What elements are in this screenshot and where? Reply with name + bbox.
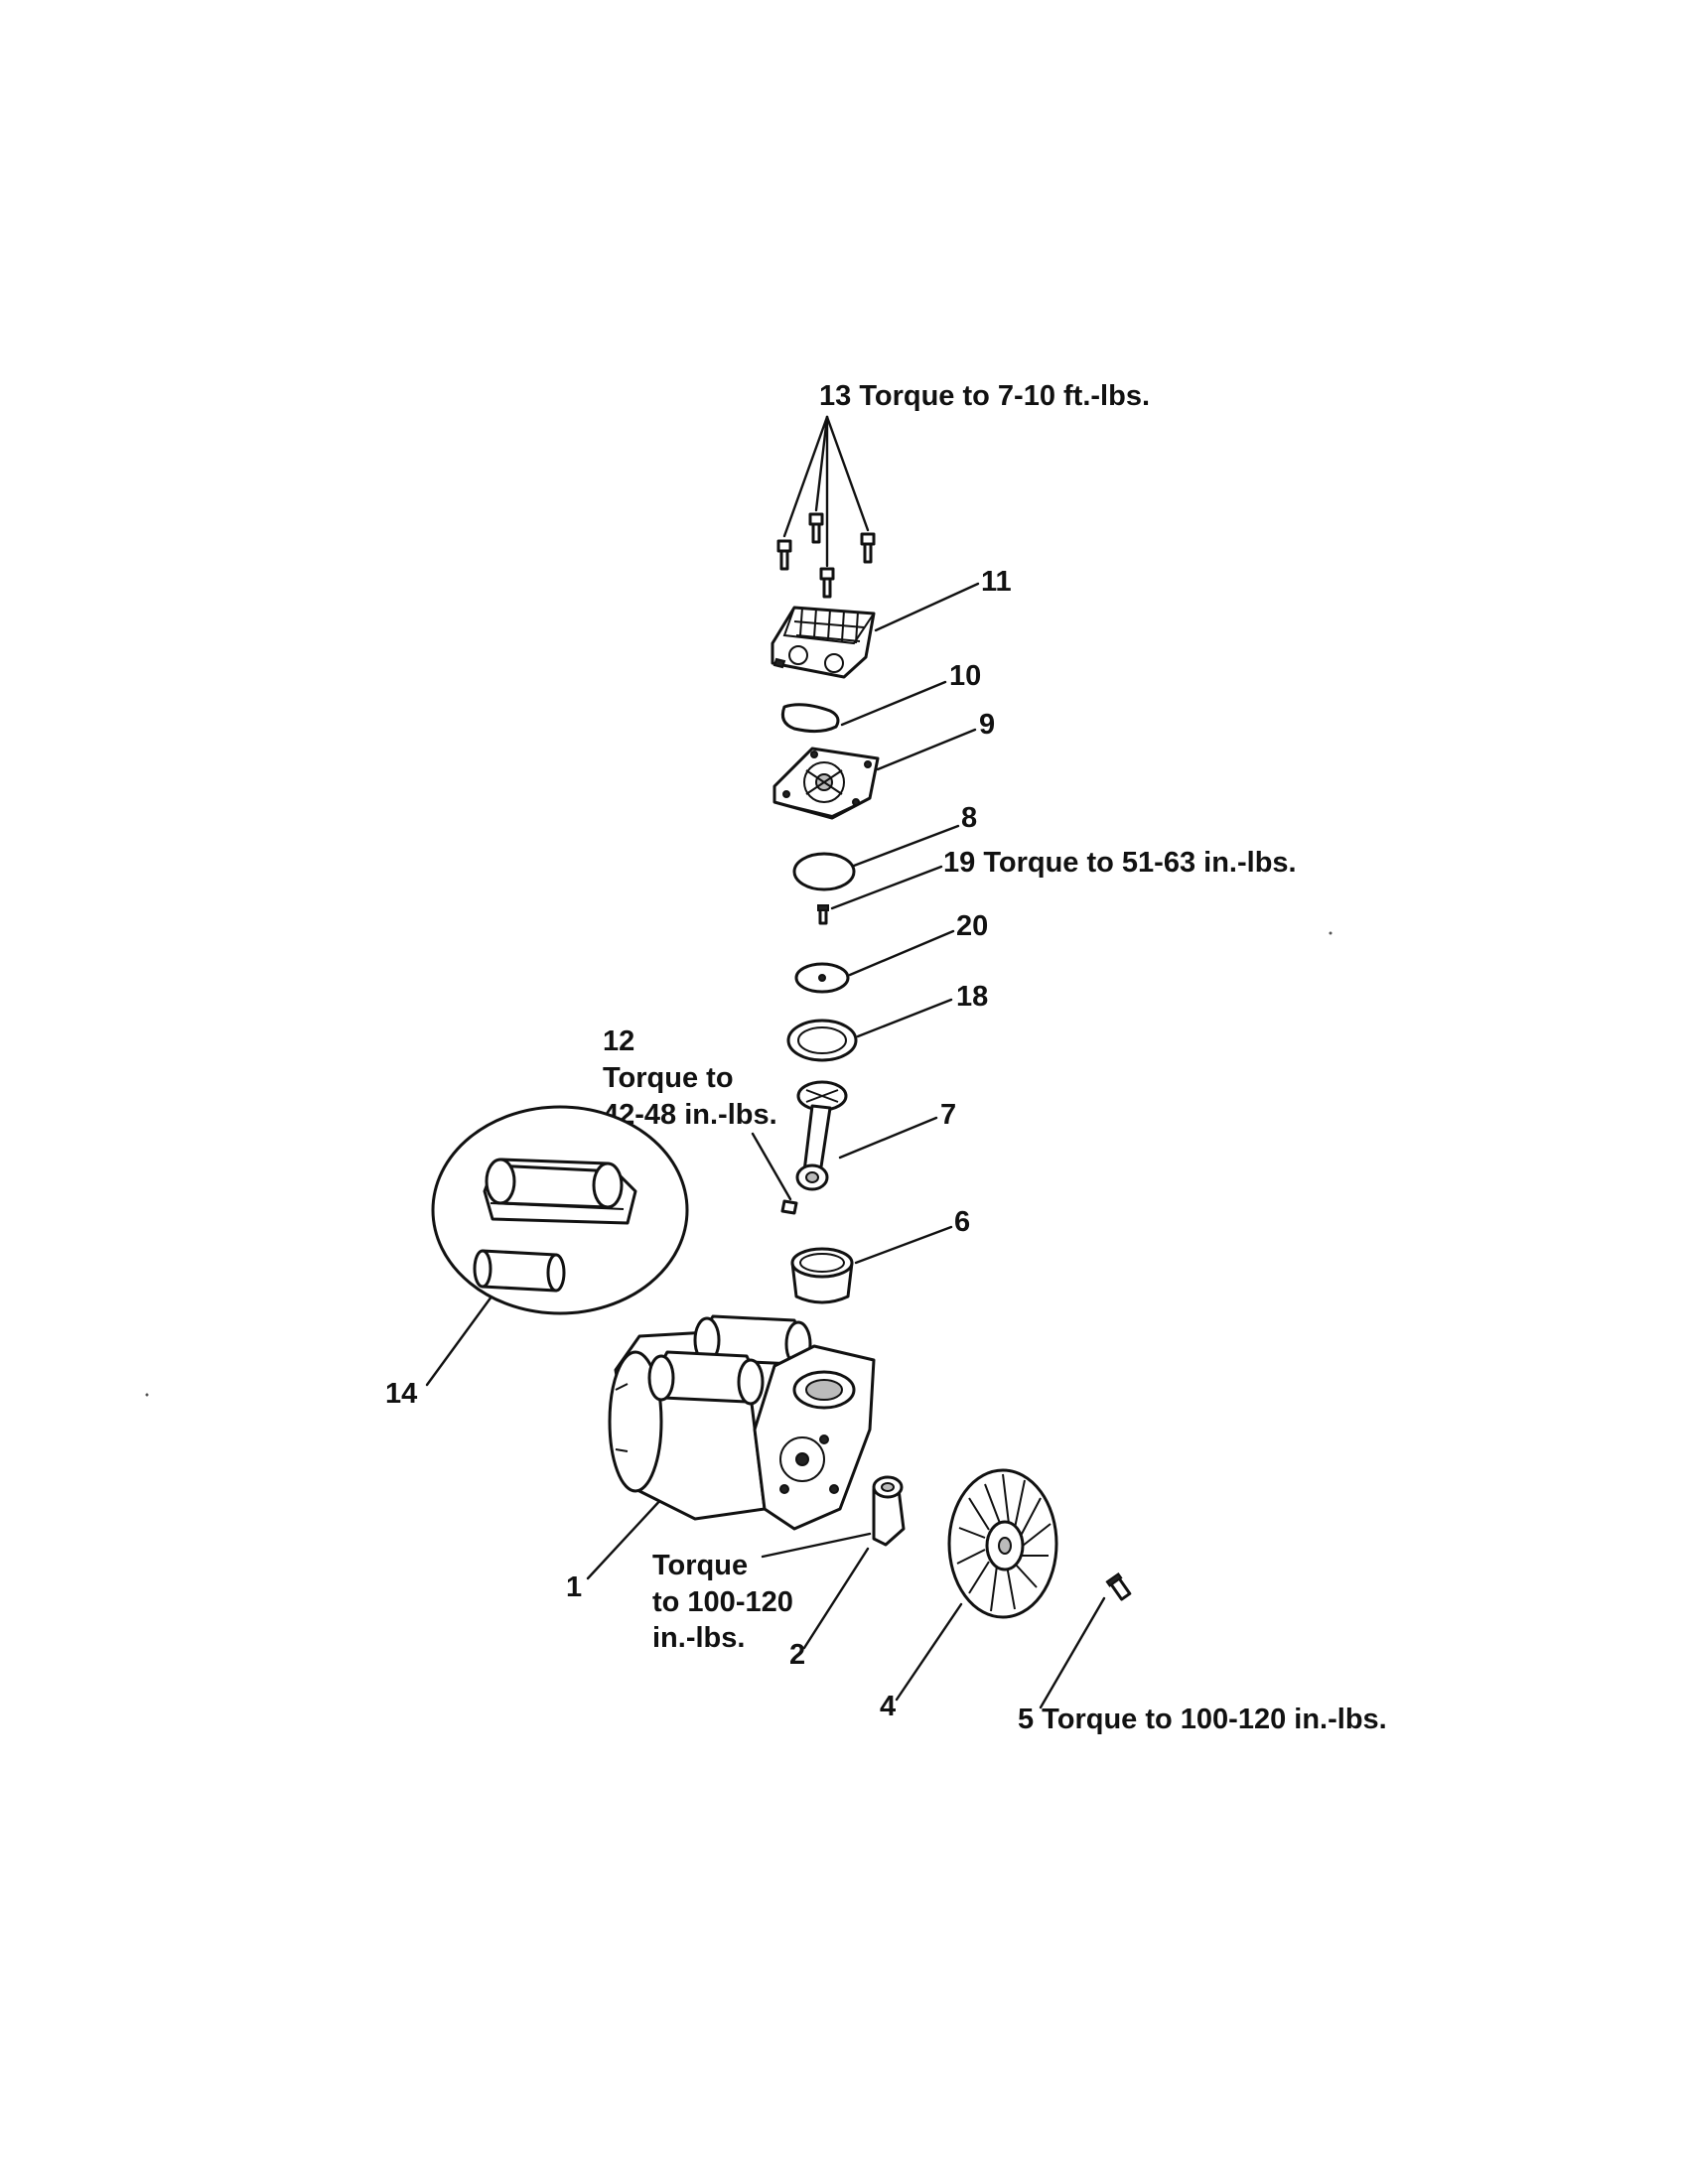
callout-12-number: 12 [603, 1025, 634, 1057]
brush-kit-14-inset [431, 1105, 689, 1315]
callout-7: 7 [940, 1099, 956, 1131]
callout-6: 6 [954, 1206, 970, 1238]
callout-2-line1: Torque [652, 1550, 748, 1581]
fan-screw-5 [1105, 1571, 1132, 1601]
callout-14: 14 [385, 1378, 417, 1410]
screw-12 [780, 1199, 798, 1215]
callout-5: 5 Torque to 100-120 in.-lbs. [1018, 1704, 1387, 1735]
retainer-disk-20 [794, 962, 850, 994]
eccentric-2 [872, 1475, 906, 1547]
stray-dot [1329, 931, 1333, 935]
valve-plate-9 [772, 747, 880, 820]
motor-crankcase-1 [608, 1314, 876, 1531]
callout-8: 8 [961, 802, 977, 834]
callout-18: 18 [956, 981, 988, 1013]
piston-seal-18 [786, 1019, 858, 1062]
callout-9: 9 [979, 709, 995, 741]
callout-10: 10 [949, 660, 981, 692]
cylinder-head-11 [771, 606, 876, 679]
gasket-10 [780, 703, 840, 734]
callout-4: 4 [880, 1691, 896, 1722]
screw-19 [817, 904, 829, 925]
o-ring-8 [792, 852, 856, 891]
stray-dot [145, 1393, 149, 1397]
callout-2-number: 2 [789, 1639, 805, 1671]
callout-19: 19 Torque to 51-63 in.-lbs. [943, 847, 1297, 879]
callout-11: 11 [981, 566, 1012, 598]
cylinder-sleeve-6 [790, 1247, 854, 1304]
callout-2-line2: to 100-120 [652, 1586, 793, 1618]
head-bolts-13 [776, 512, 876, 599]
leader-lines [425, 415, 1106, 1709]
fan-4 [947, 1468, 1058, 1619]
callout-20: 20 [956, 910, 988, 942]
callout-1: 1 [566, 1571, 582, 1603]
connecting-rod-7 [795, 1080, 848, 1191]
callout-13: 13 Torque to 7-10 ft.-lbs. [819, 380, 1150, 412]
callout-12-line1: Torque to [603, 1062, 734, 1094]
callout-2-line3: in.-lbs. [652, 1622, 745, 1654]
